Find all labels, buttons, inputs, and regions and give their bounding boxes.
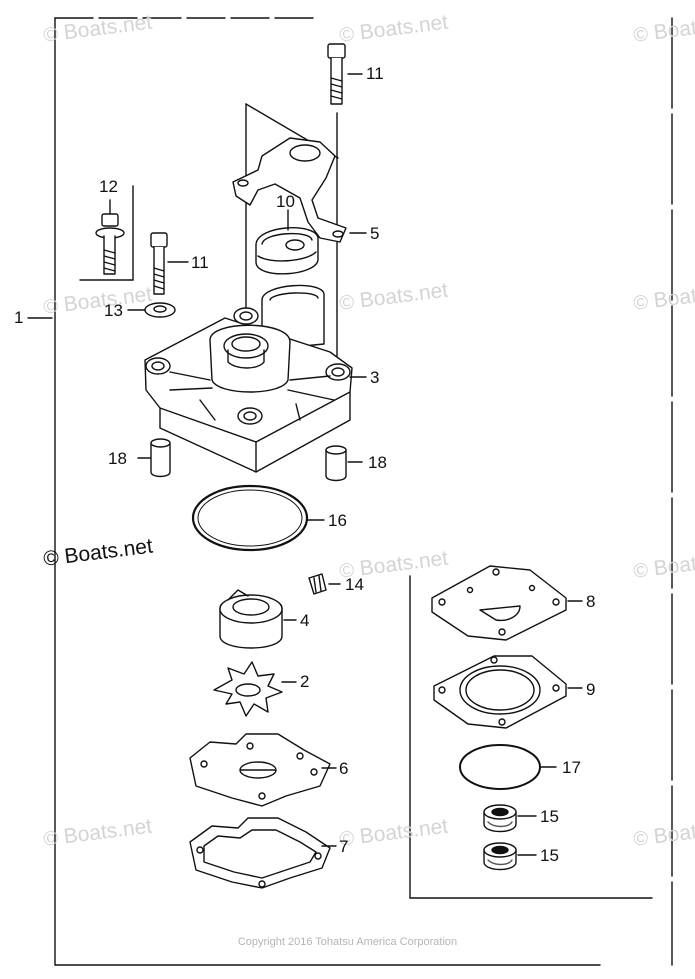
- callout-18: 18: [368, 453, 387, 472]
- bolt-part-11-top: [327, 43, 363, 105]
- dowel-part-18-right: [325, 445, 363, 482]
- callout-11: 11: [191, 253, 209, 272]
- callout-7: 7: [339, 837, 349, 856]
- oring-part-16: [191, 484, 325, 552]
- callout-17: 17: [562, 758, 581, 777]
- callout-11: 11: [366, 64, 384, 83]
- key-part-14: [308, 573, 341, 595]
- plate-part-8: [431, 565, 583, 641]
- callout-13: 13: [104, 301, 123, 320]
- callout-6: 6: [339, 759, 349, 778]
- copyright-notice: Copyright 2016 Tohatsu America Corporati…: [237, 936, 458, 948]
- bolt-part-11-left: [150, 232, 189, 295]
- housing-part-3: [144, 284, 367, 473]
- callout-15: 15: [540, 846, 559, 865]
- callout-8: 8: [586, 592, 596, 611]
- callout-2: 2: [300, 672, 310, 691]
- seal-part-15-upper: [483, 804, 537, 833]
- washer-part-13: [127, 302, 176, 318]
- subassembly-bracket: [409, 575, 653, 899]
- bolt-part-12: [79, 185, 134, 281]
- callout-10: 10: [276, 192, 295, 211]
- callout-16: 16: [328, 511, 347, 530]
- oring-part-17: [459, 744, 557, 790]
- callout-5: 5: [370, 224, 380, 243]
- callout-3: 3: [370, 368, 380, 387]
- grommet-part-10: [255, 209, 319, 275]
- callout-1: 1: [14, 308, 24, 327]
- callout-4: 4: [300, 611, 310, 630]
- gasket-part-9: [433, 655, 583, 729]
- gasket-part-7: [189, 817, 337, 889]
- callout-9: 9: [586, 680, 596, 699]
- diagram-frame: [27, 17, 673, 966]
- dowel-part-18-left: [137, 438, 171, 478]
- callout-18: 18: [108, 449, 127, 468]
- plate-part-6: [189, 733, 337, 807]
- insert-part-4: [219, 589, 297, 649]
- callout-12: 12: [99, 177, 118, 196]
- seal-part-15-lower: [483, 842, 537, 871]
- callout-14: 14: [345, 575, 364, 594]
- impeller-part-2: [213, 661, 297, 717]
- callout-15: 15: [540, 807, 559, 826]
